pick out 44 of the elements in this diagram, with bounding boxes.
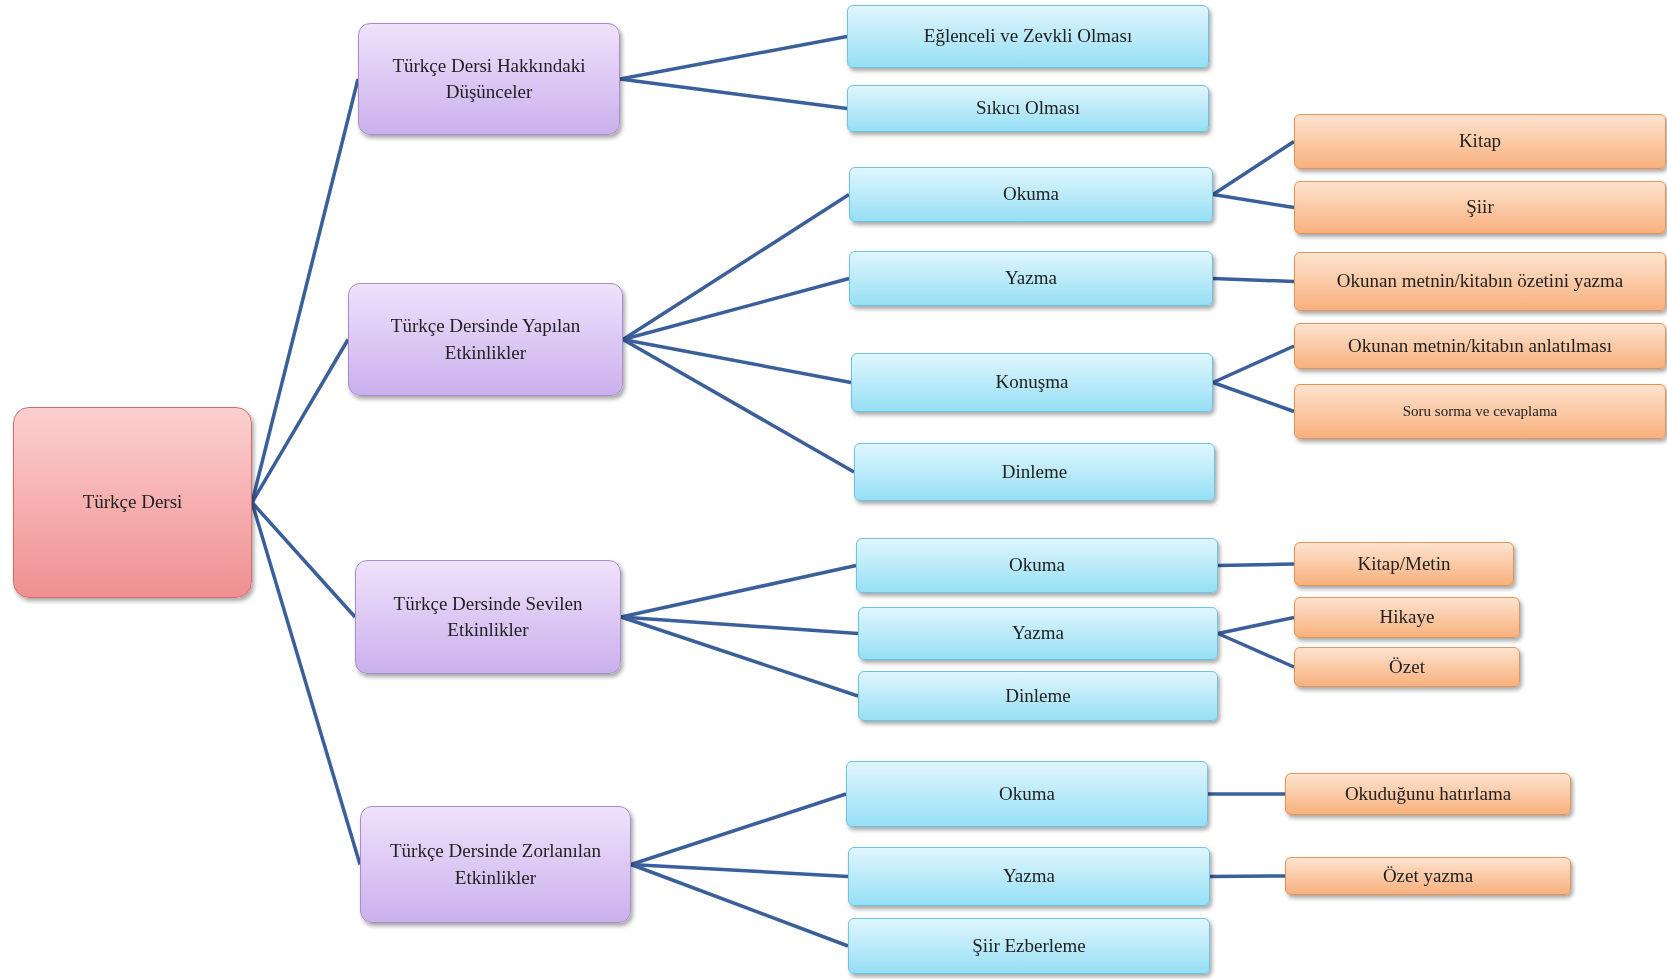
connector-line <box>1208 792 1285 796</box>
connector-line <box>619 77 848 111</box>
detail-box: Okuduğunu hatırlama <box>1285 773 1571 815</box>
detail-box: Okunan metnin/kitabın anlatılması <box>1294 323 1666 369</box>
detail-box: Soru sorma ve cevaplama <box>1294 384 1666 439</box>
detail-box: Özet yazma <box>1285 857 1571 895</box>
topic-box: Dinleme <box>854 443 1215 501</box>
connector-line <box>1212 192 1295 210</box>
detail-box: Okunan metnin/kitabın özetini yazma <box>1294 252 1666 311</box>
connector-line <box>1217 631 1295 669</box>
topic-box: Okuma <box>856 538 1218 593</box>
connector-line <box>622 193 850 341</box>
topic-box: Konuşma <box>851 353 1213 412</box>
connector-line <box>622 338 855 474</box>
topic-box: Dinleme <box>858 671 1218 721</box>
detail-box: Özet <box>1294 647 1520 687</box>
detail-box: Kitap/Metin <box>1294 542 1514 586</box>
connector-line <box>1212 276 1295 284</box>
detail-box: Hikaye <box>1294 597 1520 638</box>
topic-box: Okuma <box>846 761 1208 827</box>
connector-line <box>1212 140 1295 196</box>
connector-line <box>619 34 848 81</box>
connector-line <box>1212 344 1295 385</box>
connector-line <box>1217 615 1295 636</box>
detail-box: Kitap <box>1294 114 1666 169</box>
topic-box: Yazma <box>849 251 1213 306</box>
connector-line <box>620 615 859 636</box>
topic-box: Okuma <box>849 167 1213 222</box>
topic-box: Eğlenceli ve Zevkli Olması <box>847 5 1209 68</box>
connector-line <box>1217 562 1295 568</box>
connector-line <box>1212 380 1295 414</box>
detail-box: Şiir <box>1294 181 1666 234</box>
connector-line <box>1210 874 1285 879</box>
connector-line <box>620 615 859 698</box>
root-box: Türkçe Dersi <box>13 407 252 598</box>
topic-box: Şiir Ezberleme <box>848 918 1210 974</box>
topic-box: Sıkıcı Olması <box>847 85 1209 132</box>
category-box: Türkçe Dersinde Zorlanılan Etkinlikler <box>360 806 631 923</box>
category-box: Türkçe Dersi Hakkındaki Düşünceler <box>358 23 620 135</box>
category-box: Türkçe Dersinde Yapılan Etkinlikler <box>348 283 623 396</box>
topic-box: Yazma <box>848 847 1210 906</box>
topic-box: Yazma <box>858 607 1218 660</box>
connector-line <box>630 862 849 879</box>
category-box: Türkçe Dersinde Sevilen Etkinlikler <box>355 560 621 674</box>
